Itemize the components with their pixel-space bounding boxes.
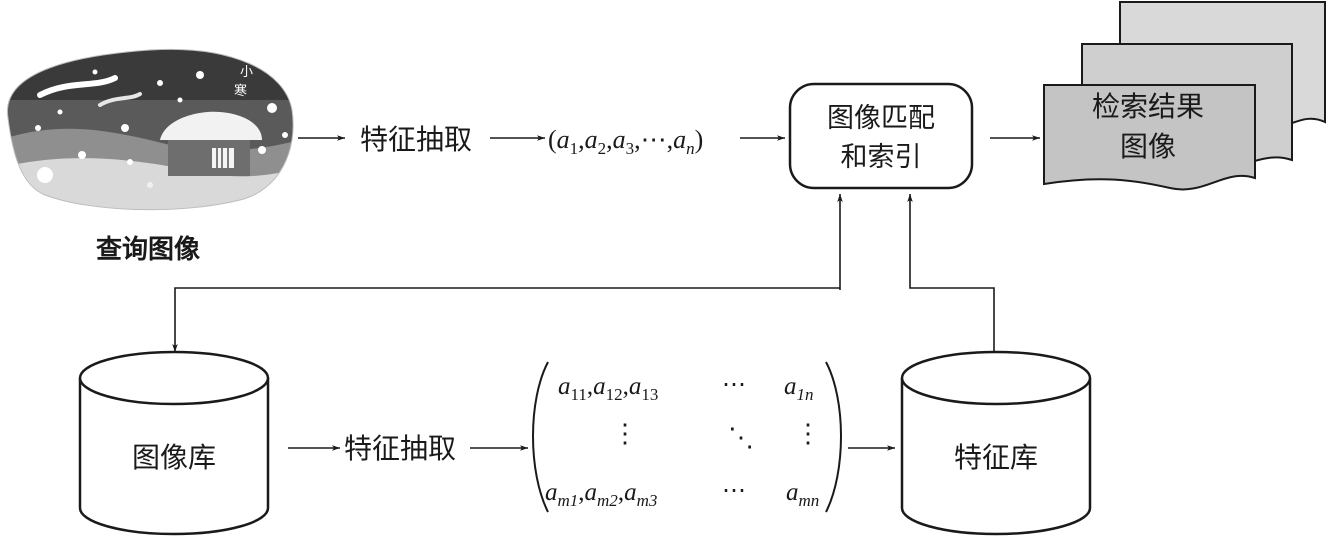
image-db-cylinder <box>78 350 270 536</box>
matrix-row1-lead: a11,a12,a13 <box>558 373 658 404</box>
query-image: 小 寒 <box>7 48 294 211</box>
top-extract-label: 特征抽取 <box>360 123 472 156</box>
feature-db-cylinder <box>900 350 1092 536</box>
matrix-row3-hdots: ⋯ <box>722 478 746 504</box>
feature-db-label: 特征库 <box>954 441 1038 474</box>
connector-match-to-image-db <box>172 287 840 352</box>
matrix-right-paren <box>825 361 842 513</box>
matrix-ddots: ⋱ <box>728 423 754 452</box>
image-db-label: 图像库 <box>132 441 216 474</box>
result-line2: 图像 <box>1120 130 1176 163</box>
matrix-row1-last: a1n <box>784 373 814 404</box>
connector-feature-db-to-match <box>907 194 995 354</box>
bottom-extract-label: 特征抽取 <box>344 432 456 465</box>
matrix-row1-hdots: ⋯ <box>722 372 746 398</box>
query-image-caption-2: 寒 <box>234 83 247 99</box>
match-box-line1: 图像匹配 <box>827 103 935 134</box>
result-line1: 检索结果 <box>1092 90 1204 123</box>
matrix-left-paren <box>532 361 549 513</box>
matrix-vdots-left: ⋮ <box>612 419 638 448</box>
matrix-vdots-right: ⋮ <box>795 419 821 448</box>
matrix-row3-last: amn <box>786 479 819 510</box>
feature-matrix: a11,a12,a13 ⋯ a1n ⋮ ⋱ ⋮ am1,am2,am3 ⋯ am… <box>532 361 842 513</box>
result-document-stack <box>1043 1 1326 191</box>
feature-vector: (a1,a2,a3,⋯,an) <box>548 125 703 158</box>
query-image-label: 查询图像 <box>96 235 201 265</box>
match-box-line2: 和索引 <box>841 142 922 173</box>
matrix-row3-lead: am1,am2,am3 <box>545 479 657 510</box>
query-image-caption-1: 小 <box>240 65 253 80</box>
match-index-box <box>788 82 974 190</box>
